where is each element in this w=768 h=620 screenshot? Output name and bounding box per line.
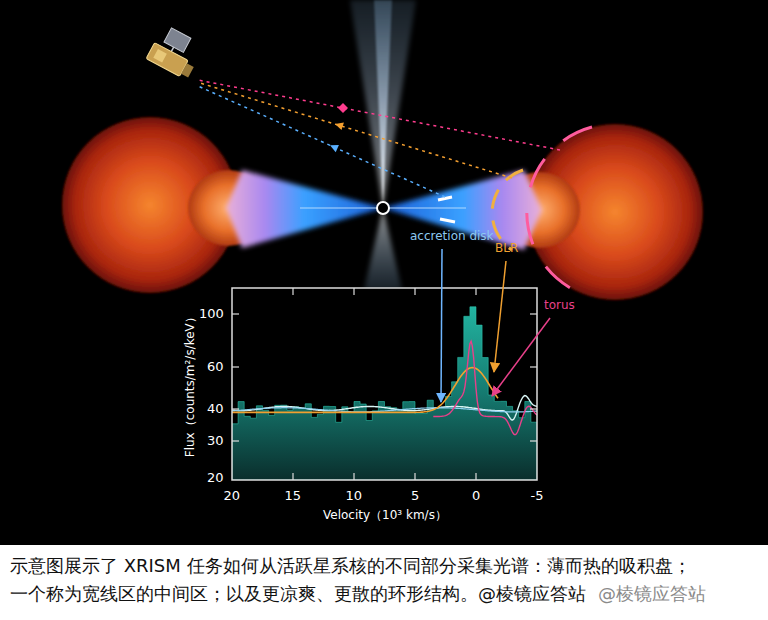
tick: [292, 288, 293, 295]
chart-background: [232, 288, 537, 480]
chart-frame: [232, 288, 537, 480]
axis-tick-label: -5: [531, 488, 544, 504]
disk-marker: [438, 197, 452, 200]
tick: [353, 473, 354, 480]
satellite-aperture: [181, 63, 194, 77]
axis-title: Flux（counts/m²/s/keV）: [183, 311, 197, 457]
tick: [292, 473, 293, 480]
leader-line: [492, 318, 550, 396]
axis-tick-label: 60: [207, 359, 224, 375]
part-label: accretion disk: [410, 229, 494, 243]
sight-line: [200, 83, 512, 178]
leader-line: [494, 261, 506, 372]
blr-marker: [492, 170, 523, 250]
sight-arrowhead: [330, 145, 339, 152]
sight-marker: [338, 103, 348, 113]
watermark: @棱镜应答站: [598, 583, 706, 605]
sight-line: [198, 80, 560, 150]
blr-model-curve: [232, 368, 498, 413]
axis-tick-label: 30: [207, 433, 224, 449]
axis-tick-label: 100: [199, 306, 224, 322]
model-curves: [232, 341, 537, 435]
accretion-disk: [226, 170, 383, 248]
tick: [530, 366, 537, 367]
tick: [232, 366, 239, 367]
tick: [353, 288, 354, 295]
axis-tick-label: 0: [472, 488, 480, 504]
part-label: BLR: [495, 241, 518, 255]
histogram-bars: [232, 307, 537, 480]
axis-tick-label: 5: [411, 488, 419, 504]
part-label: torus: [544, 298, 575, 312]
jet: [364, 208, 402, 290]
satellite: [146, 24, 205, 80]
tick: [232, 408, 239, 409]
accretion-disk: [383, 170, 542, 250]
tick: [232, 440, 239, 441]
axis-title: Velocity（10³ km/s）: [323, 508, 447, 522]
torus-marker: [527, 127, 592, 297]
tick: [530, 408, 537, 409]
agn-illustration: [0, 0, 768, 545]
solar-panel: [164, 28, 191, 52]
axis-tick-label: 40: [207, 401, 224, 417]
jet-core: [374, 0, 392, 208]
axis-tick-label: 20: [207, 470, 224, 486]
tick: [414, 288, 415, 295]
leader-line: [441, 249, 442, 402]
axis-tick-label: 20: [224, 488, 241, 504]
caption: 示意图展示了 XRISM 任务如何从活跃星系核的不同部分采集光谱：薄而热的吸积盘…: [10, 552, 762, 608]
tick: [232, 313, 239, 314]
satellite-body: [146, 43, 188, 77]
tick: [414, 473, 415, 480]
axis-tick-label: 10: [346, 488, 363, 504]
axis-ticks: [232, 288, 537, 480]
black-hole: [377, 202, 389, 214]
tick: [530, 313, 537, 314]
axis-tick-label: 15: [285, 488, 302, 504]
satellite-part: [153, 49, 167, 63]
sight-line: [198, 86, 445, 197]
tick: [475, 473, 476, 480]
histogram: [232, 307, 537, 480]
tick: [530, 440, 537, 441]
tick: [475, 288, 476, 295]
disk-marker: [440, 219, 455, 222]
disk-model-curve: [232, 408, 537, 412]
jet: [350, 0, 416, 208]
sight-arrowhead: [335, 123, 344, 131]
